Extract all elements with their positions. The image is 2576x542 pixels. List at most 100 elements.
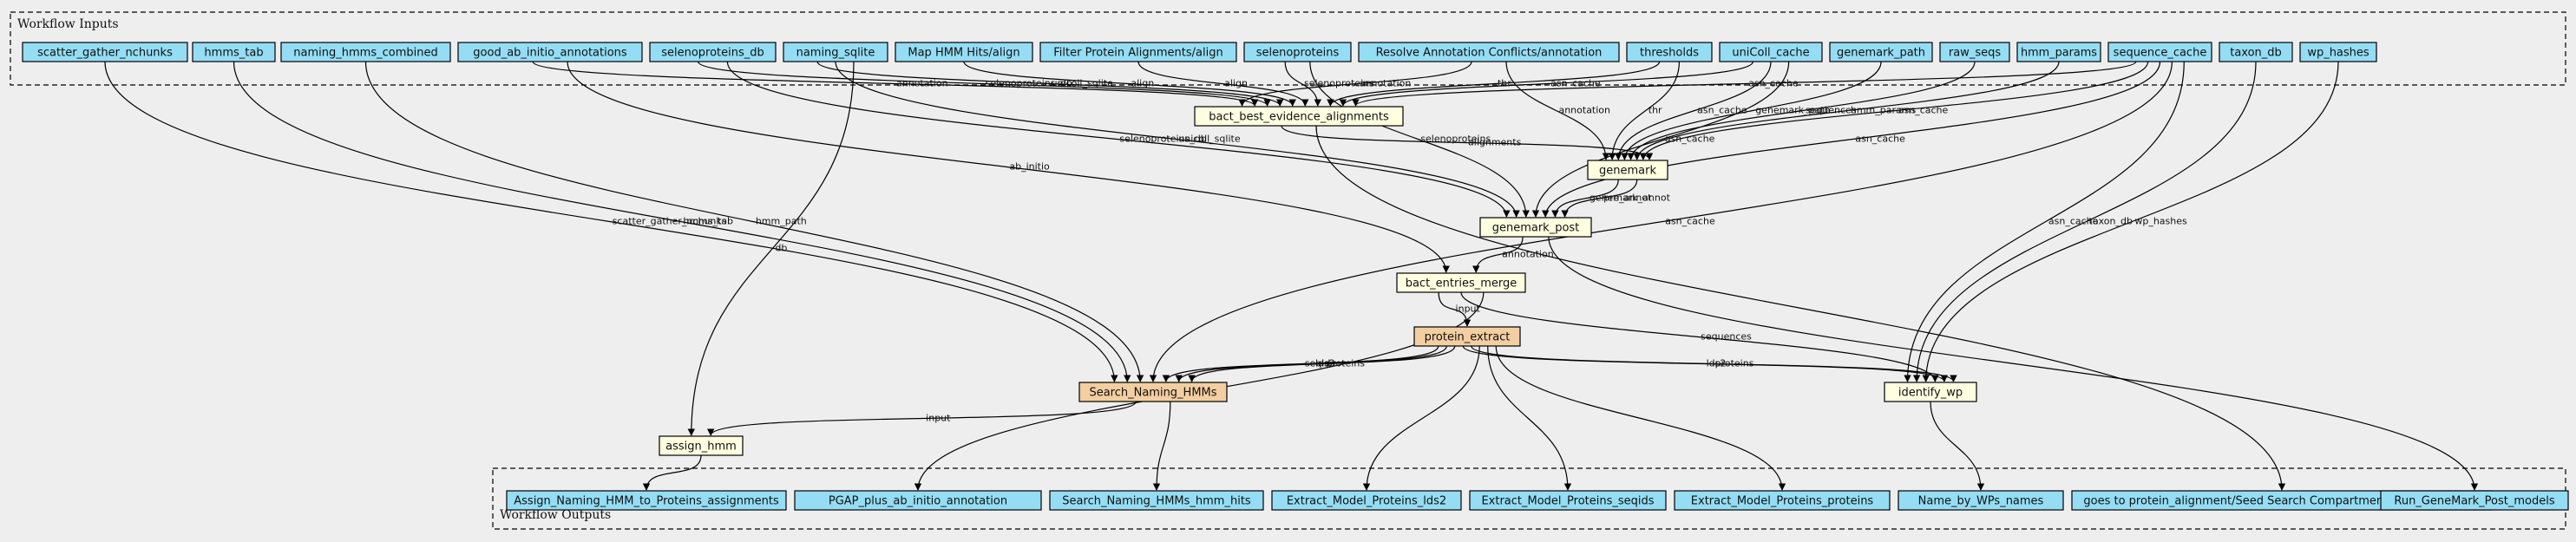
- node-label: Map HMM Hits/align: [908, 47, 1019, 60]
- edge-label: db: [775, 243, 787, 254]
- input-node-selenoproteins[interactable]: selenoproteins: [1243, 42, 1352, 62]
- edge-label: selenoproteins: [1304, 78, 1374, 89]
- input-node-resolve-annotation-conflicts-annotation[interactable]: Resolve Annotation Conflicts/annotation: [1358, 42, 1620, 62]
- edge-in_mhh-to-st_bbea: [963, 61, 1296, 107]
- edge-in_fpa-to-st_bbea: [1137, 61, 1309, 107]
- step-node-genemark[interactable]: genemark: [1587, 160, 1668, 180]
- node-label: thresholds: [1640, 47, 1699, 60]
- input-node-hmm-params[interactable]: hmm_params: [2016, 42, 2101, 62]
- input-node-unicoll-cache[interactable]: uniColl_cache: [1719, 42, 1823, 62]
- edge-st_bem-to-st_iwp: [1460, 291, 1939, 382]
- input-node-map-hmm-hits-align[interactable]: Map HMM Hits/align: [895, 42, 1033, 62]
- edge-label: asn_cache: [1855, 134, 1905, 145]
- node-label: wp_hashes: [2307, 47, 2370, 60]
- edge-label: annotation: [1502, 249, 1554, 260]
- edge-label: asn_cache: [1665, 134, 1715, 145]
- edge-label: asn_cache: [1550, 78, 1601, 89]
- input-node-genemark-path[interactable]: genemark_path: [1829, 42, 1933, 62]
- node-label: Resolve Annotation Conflicts/annotation: [1376, 47, 1603, 60]
- edge-st_iwp-to-out_nbw: [1930, 401, 1985, 491]
- output-node-extract-model-proteins-seqids[interactable]: Extract_Model_Proteins_seqids: [1469, 490, 1667, 511]
- edge-st_gmp-to-out_rgpm: [1548, 236, 2479, 491]
- input-node-taxon-db[interactable]: taxon_db: [2219, 42, 2293, 62]
- node-label: genemark_path: [1837, 47, 1925, 60]
- node-box: [280, 42, 451, 62]
- edge-label: proteins: [1715, 358, 1754, 369]
- inputs-cluster-title: Workflow Inputs: [17, 17, 119, 31]
- node-box: [1719, 42, 1823, 62]
- edge-in_raw-to-st_gm: [1627, 61, 1976, 160]
- step-node-genemark-post[interactable]: genemark_post: [1479, 217, 1592, 238]
- input-node-naming-hmms-combined[interactable]: naming_hmms_combined: [280, 42, 451, 62]
- input-node-hmms-tab[interactable]: hmms_tab: [192, 42, 276, 62]
- input-node-filter-protein-alignments-align[interactable]: Filter Protein Alignments/align: [1039, 42, 1237, 62]
- input-node-selenoproteins-db[interactable]: selenoproteins_db: [649, 42, 777, 62]
- input-node-good-ab-initio-annotations[interactable]: good_ab_initio_annotations: [457, 42, 643, 62]
- edge-label: unicoll_sqlite: [1052, 78, 1114, 89]
- node-box: [1039, 42, 1237, 62]
- edge-label: sequences: [1806, 105, 1857, 116]
- node-label: naming_hmms_combined: [293, 47, 437, 60]
- node-label: Extract_Model_Proteins_lds2: [1287, 495, 1446, 508]
- node-label: bact_entries_merge: [1406, 278, 1517, 291]
- edge-in_gaia-to-st_bem: [567, 61, 1450, 273]
- step-node-assign-hmm[interactable]: assign_hmm: [659, 435, 744, 456]
- step-node-bact-best-evidence-alignments[interactable]: bact_best_evidence_alignments: [1194, 106, 1404, 127]
- node-label: sequence_cache: [2114, 47, 2207, 60]
- node-label: naming_sqlite: [796, 47, 875, 60]
- node-label: assign_hmm: [665, 441, 737, 454]
- inputs-cluster: [10, 11, 2566, 86]
- node-box: [1413, 326, 1521, 347]
- edge-label: lds2: [1707, 358, 1727, 369]
- node-box: [1469, 490, 1667, 511]
- node-box: [2016, 42, 2101, 62]
- edge-in_seq-to-st_bbea: [1352, 61, 2137, 107]
- edge-in_nhc-to-st_snh: [364, 61, 1144, 382]
- input-node-naming-sqlite[interactable]: naming_sqlite: [783, 42, 888, 62]
- input-node-raw-seqs[interactable]: raw_seqs: [1939, 42, 2010, 62]
- edge-in_rac-to-st_gm: [1505, 61, 1610, 160]
- output-node-assign-naming-hmm-to-proteins-assignments[interactable]: Assign_Naming_HMM_to_Proteins_assignment…: [506, 490, 787, 511]
- node-box: [659, 435, 744, 456]
- step-node-bact-entries-merge[interactable]: bact_entries_merge: [1396, 272, 1526, 293]
- edge-st_bbea-to-out_gtpa: [1315, 125, 2286, 491]
- node-box: [1626, 42, 1713, 62]
- node-box: [1271, 490, 1462, 511]
- outputs-cluster-title: Workflow Outputs: [500, 508, 611, 522]
- edge-in_rac-to-st_bbea: [1238, 61, 1472, 107]
- node-box: [457, 42, 643, 62]
- edge-label: sequences: [1701, 331, 1752, 343]
- output-node-name-by-wps-names[interactable]: Name_by_WPs_names: [1898, 490, 2064, 511]
- edge-st_ah-to-out_anhp: [642, 454, 702, 491]
- edge-label: unicoll_sqlite: [1178, 134, 1241, 145]
- node-box: [1078, 382, 1228, 402]
- step-node-identify-wp[interactable]: identify_wp: [1884, 382, 1977, 402]
- output-node-extract-model-proteins-proteins[interactable]: Extract_Model_Proteins_proteins: [1674, 490, 1891, 511]
- edge-st_pe-to-out_emps: [1487, 345, 1572, 491]
- input-node-scatter-gather-nchunks[interactable]: scatter_gather_nchunks: [22, 42, 188, 62]
- edge-label: selenoproteins_db: [986, 78, 1072, 89]
- node-label: Assign_Naming_HMM_to_Proteins_assignment…: [514, 495, 779, 508]
- subworkflow-node-search-naming-hmms[interactable]: Search_Naming_HMMs: [1078, 382, 1228, 402]
- edge-in_seq-to-st_gmp: [1542, 61, 2161, 218]
- edge-in_nsq-to-st_bbea: [816, 61, 1284, 107]
- input-node-wp-hashes[interactable]: wp_hashes: [2299, 42, 2377, 62]
- edge-st_pe-to-out_empp: [1495, 345, 1786, 491]
- edge-in_thr-to-st_gm: [1608, 61, 1681, 160]
- edge-label: genemark_path: [1755, 105, 1830, 116]
- edge-label: selenoproteins: [1420, 134, 1491, 145]
- input-node-thresholds[interactable]: thresholds: [1626, 42, 1713, 62]
- node-label: Name_by_WPs_names: [1918, 495, 2044, 508]
- subworkflow-node-protein-extract[interactable]: protein_extract: [1413, 326, 1521, 347]
- node-label: identify_wp: [1898, 387, 1963, 400]
- node-label: bact_best_evidence_alignments: [1209, 111, 1389, 124]
- node-box: [794, 490, 1042, 511]
- output-node-search-naming-hmms-hmm-hits[interactable]: Search_Naming_HMMs_hmm_hits: [1049, 490, 1264, 511]
- node-box: [1396, 272, 1526, 293]
- input-node-sequence-cache[interactable]: sequence_cache: [2107, 42, 2212, 62]
- edge-label: pre_annot: [1603, 193, 1652, 204]
- output-node-extract-model-proteins-lds2[interactable]: Extract_Model_Proteins_lds2: [1271, 490, 1462, 511]
- output-node-pgap-plus-ab-initio-annotation[interactable]: PGAP_plus_ab_initio_annotation: [794, 490, 1042, 511]
- output-node-run-genemark-post-models[interactable]: Run_GeneMark_Post_models: [2380, 490, 2569, 511]
